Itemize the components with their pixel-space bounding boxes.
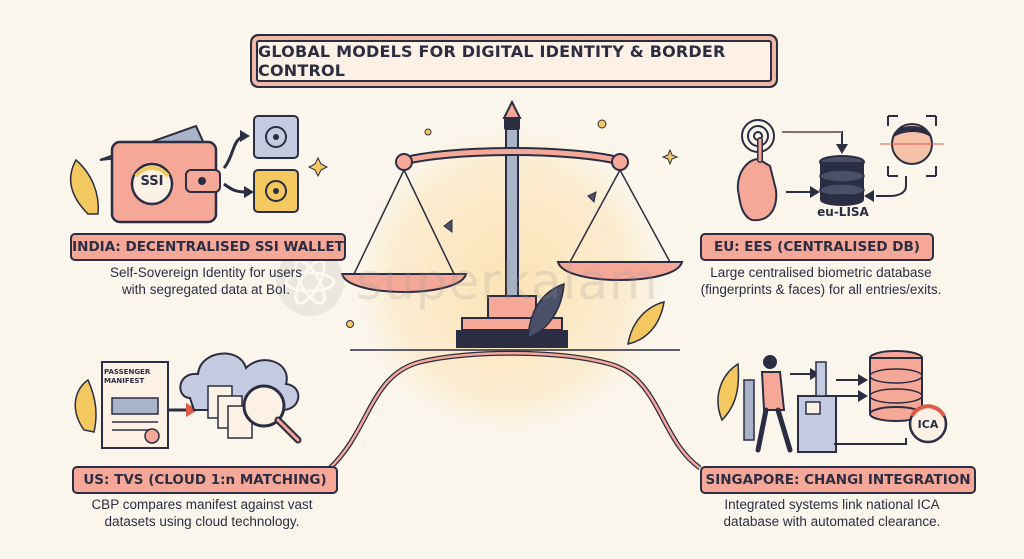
eu-desc-line-1: Large centralised biometric database bbox=[710, 265, 932, 280]
us-description: CBP compares manifest against vast datas… bbox=[62, 496, 342, 530]
eu-label: EU: EES (CENTRALISED DB) bbox=[700, 233, 934, 261]
india-desc-line-2: with segregated data at BoI. bbox=[121, 282, 291, 297]
india-wallet-illustration bbox=[69, 115, 299, 224]
eu-desc-line-2: (fingerprints & faces) for all entries/e… bbox=[700, 282, 942, 297]
scale-icon bbox=[340, 99, 684, 348]
connector-curve bbox=[328, 350, 702, 471]
eu-description: Large centralised biometric database (fi… bbox=[676, 264, 966, 298]
leaf-icon bbox=[527, 282, 565, 340]
singapore-description: Integrated systems link national ICA dat… bbox=[692, 496, 972, 530]
singapore-gate-illustration bbox=[717, 350, 948, 453]
eu-biometric-illustration bbox=[736, 115, 944, 222]
atom-logo-icon bbox=[276, 248, 344, 316]
us-desc-line-1: CBP compares manifest against vast bbox=[91, 497, 313, 512]
watermark-text: superkalam bbox=[356, 253, 659, 311]
singapore-desc-line-2: database with automated clearance. bbox=[723, 514, 941, 529]
sparkle-decorations bbox=[307, 119, 679, 328]
us-label: US: TVS (CLOUD 1:n MATCHING) bbox=[72, 466, 338, 494]
page-title: GLOBAL MODELS FOR DIGITAL IDENTITY & BOR… bbox=[256, 40, 772, 82]
left-pan bbox=[340, 273, 468, 293]
india-description: Self-Sovereign Identity for users with s… bbox=[66, 264, 346, 298]
singapore-desc-line-1: Integrated systems link national ICA bbox=[724, 497, 940, 512]
india-label: INDIA: DECENTRALISED SSI WALLET bbox=[70, 233, 346, 261]
us-desc-line-2: datasets using cloud technology. bbox=[104, 514, 300, 529]
eu-lisa-label: eu-LISA bbox=[817, 205, 869, 219]
india-desc-line-1: Self-Sovereign Identity for users bbox=[109, 265, 303, 280]
ssi-badge-text: SSI bbox=[140, 174, 164, 189]
singapore-label: SINGAPORE: CHANGI INTEGRATION bbox=[700, 466, 976, 494]
us-cloud-illustration bbox=[74, 352, 302, 449]
ica-badge-text: ICA bbox=[917, 418, 939, 431]
manifest-title: PASSENGER MANIFEST bbox=[104, 368, 166, 386]
manifest-line-1: PASSENGER bbox=[104, 368, 151, 376]
watermark: superkalam bbox=[272, 242, 692, 322]
right-pan bbox=[556, 261, 684, 281]
manifest-line-2: MANIFEST bbox=[104, 377, 145, 385]
